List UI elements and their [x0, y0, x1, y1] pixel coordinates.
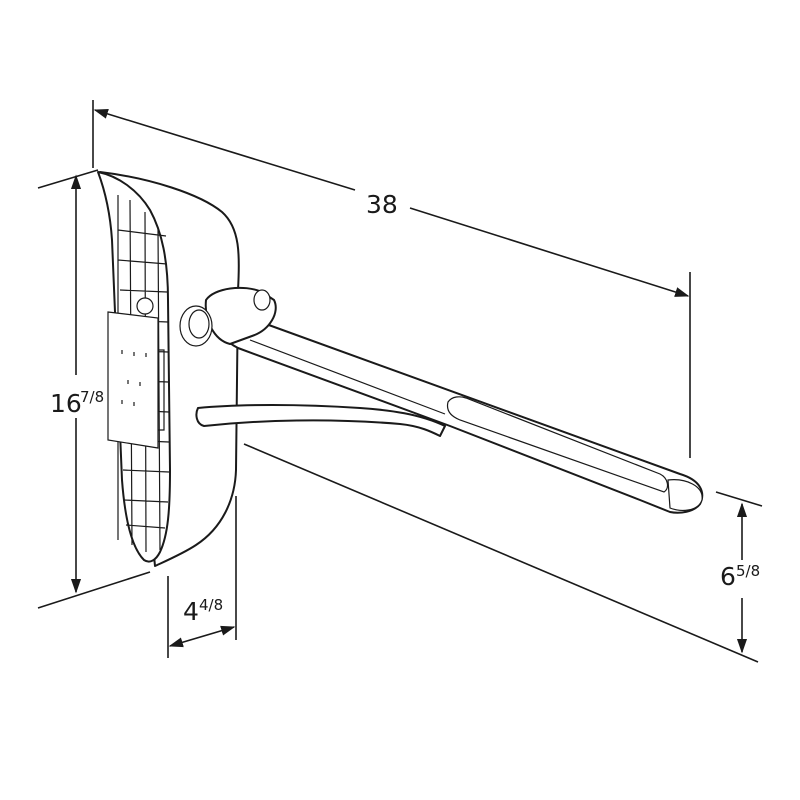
- height-extension-line-bottom: [37, 571, 151, 609]
- hinge-knob: [179, 305, 213, 347]
- grab-bar-end-cap: [667, 479, 703, 511]
- length-dimension-line-b: [409, 207, 690, 297]
- bar-height-label-whole: 6: [720, 562, 736, 591]
- hinge-knob-rim: [188, 309, 210, 339]
- support-arm: [195, 404, 446, 437]
- length-dimension: 38: [92, 100, 691, 458]
- bar-height-dimension: 6 5/8: [243, 443, 763, 663]
- bar-height-label-fraction: 5/8: [736, 562, 760, 580]
- bracket-slot: [158, 349, 165, 431]
- height-dimension: 16 7/8: [37, 169, 151, 609]
- bar-height-extension-line-bottom: [243, 443, 759, 663]
- grab-bar-grip: [446, 396, 669, 493]
- wall-plate: [97, 171, 240, 567]
- length-dimension-line-a: [93, 108, 356, 191]
- grab-bar: [223, 319, 704, 514]
- height-extension-line-top: [37, 169, 99, 189]
- bracket-holes: [121, 350, 147, 406]
- length-label: 38: [366, 190, 398, 219]
- height-label-fraction: 7/8: [80, 388, 104, 406]
- bar-height-extension-line-top: [715, 491, 763, 507]
- mounting-bracket: [107, 311, 159, 449]
- mounting-screw: [136, 297, 154, 315]
- depth-dimension-line: [168, 625, 236, 648]
- hinge: [179, 286, 277, 347]
- depth-label-fraction: 4/8: [199, 596, 223, 614]
- depth-dimension: 4 4/8: [167, 496, 237, 658]
- height-label-whole: 16: [50, 389, 82, 418]
- hinge-pin: [253, 289, 271, 311]
- depth-label-whole: 4: [183, 597, 199, 626]
